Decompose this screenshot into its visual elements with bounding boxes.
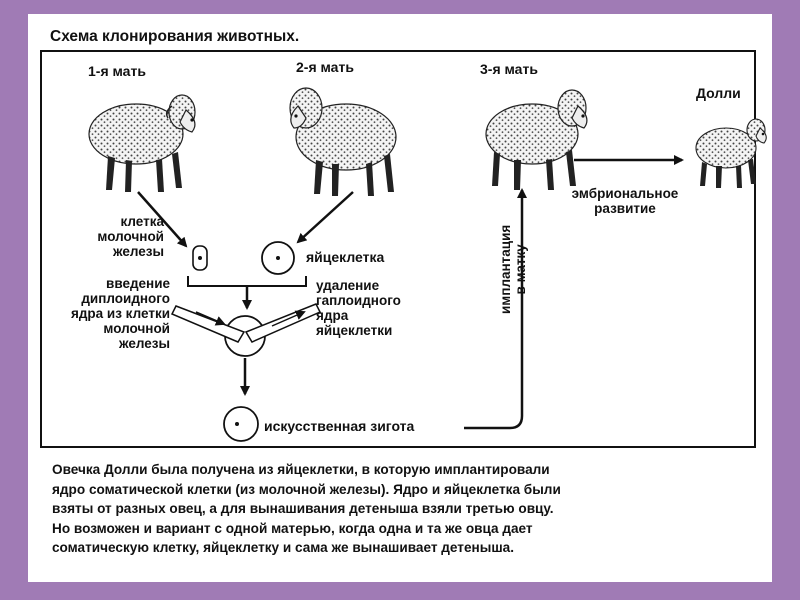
label-mother2: 2-я мать bbox=[296, 60, 354, 75]
label-intro-line: железы bbox=[58, 336, 170, 351]
caption-line: соматическую клетку, яйцеклетку и сама ж… bbox=[52, 538, 752, 558]
label-remove-nucleus: удаление гаплоидного ядра яйцеклетки bbox=[316, 278, 401, 338]
label-implantation: имплантация в матку bbox=[498, 225, 528, 314]
label-mammary-cell-line: молочной bbox=[74, 229, 164, 244]
sheep-mother2-icon bbox=[290, 88, 396, 196]
caption-text: Овечка Долли была получена из яйцеклетки… bbox=[52, 460, 752, 558]
label-zygote: искусственная зигота bbox=[264, 419, 414, 434]
label-development: эмбриональное развитие bbox=[560, 186, 690, 216]
label-dolly: Долли bbox=[696, 86, 741, 101]
label-mother1: 1-я мать bbox=[88, 64, 146, 79]
label-remove-line: удаление bbox=[316, 278, 401, 293]
label-intro-nucleus: введение диплоидного ядра из клетки моло… bbox=[58, 276, 170, 351]
label-mammary-cell: клетка молочной железы bbox=[74, 214, 164, 259]
caption-line: взяты от разных овец, а для вынашивания … bbox=[52, 499, 752, 519]
label-mammary-cell-line: клетка bbox=[74, 214, 164, 229]
egg-cell-nucleus bbox=[276, 256, 280, 260]
zygote-nucleus bbox=[235, 422, 239, 426]
caption-line: Но возможен и вариант с одной матерью, к… bbox=[52, 519, 752, 539]
label-intro-line: введение bbox=[58, 276, 170, 291]
arrow-mother2-to-egg bbox=[298, 192, 353, 242]
label-intro-line: молочной bbox=[58, 321, 170, 336]
label-remove-line: яйцеклетки bbox=[316, 323, 401, 338]
zygote-shape bbox=[224, 407, 258, 441]
label-development-line: развитие bbox=[560, 201, 690, 216]
sheep-mother3-icon bbox=[486, 90, 587, 190]
label-egg-cell: яйцеклетка bbox=[306, 250, 384, 265]
label-mother3: 3-я мать bbox=[480, 62, 538, 77]
label-implantation-line: имплантация bbox=[498, 225, 513, 314]
label-intro-line: диплоидного bbox=[58, 291, 170, 306]
caption-line: ядро соматической клетки (из молочной же… bbox=[52, 480, 752, 500]
label-intro-line: ядра из клетки bbox=[58, 306, 170, 321]
label-development-line: эмбриональное bbox=[560, 186, 690, 201]
label-remove-line: гаплоидного bbox=[316, 293, 401, 308]
caption-line: Овечка Долли была получена из яйцеклетки… bbox=[52, 460, 752, 480]
sheep-dolly-icon bbox=[696, 119, 766, 188]
merge-bracket bbox=[188, 276, 306, 286]
sheep-mother1-icon bbox=[89, 95, 195, 192]
mammary-cell-nucleus bbox=[198, 256, 202, 260]
label-implantation-line: в матку bbox=[513, 225, 528, 314]
label-remove-line: ядра bbox=[316, 308, 401, 323]
slide: Схема клонирования животных. bbox=[28, 14, 772, 582]
label-mammary-cell-line: железы bbox=[74, 244, 164, 259]
